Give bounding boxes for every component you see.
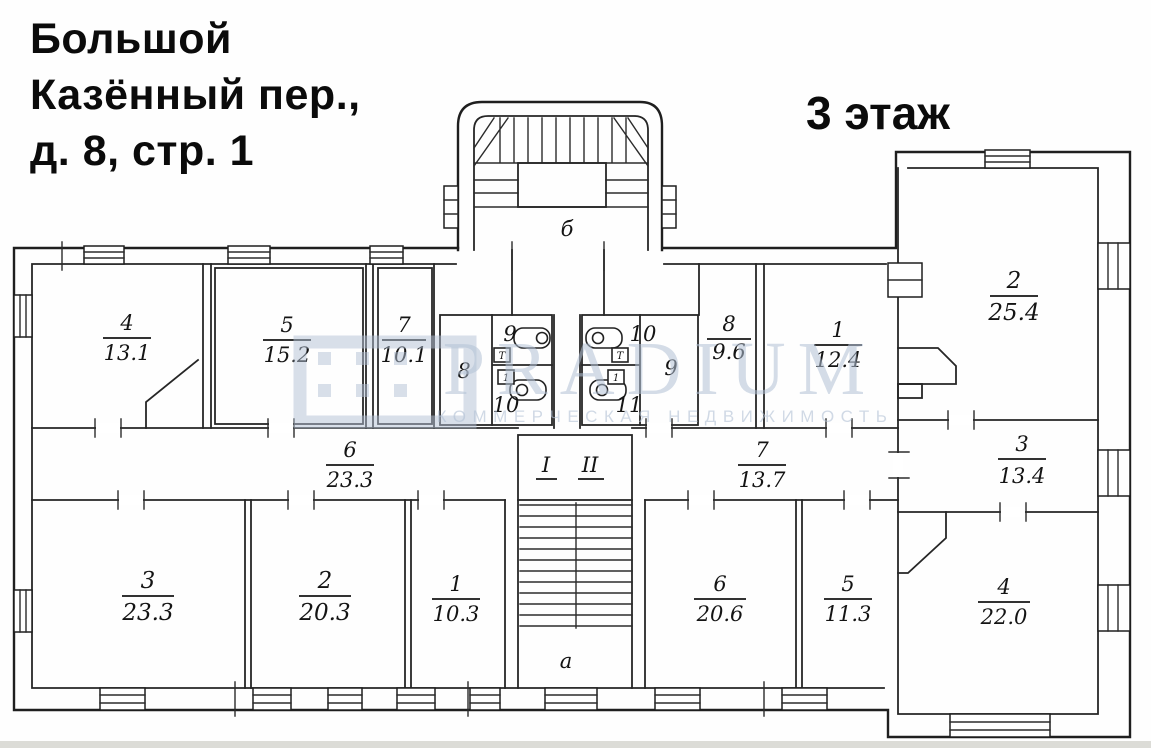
svg-text:11.3: 11.3 [825, 602, 872, 626]
stair-label-b: б [561, 217, 574, 241]
room-label-1-10.3: 1 10.3 [432, 572, 480, 626]
watermark: PRADIUM КОММЕРЧЕСКАЯ НЕДВИЖИМОСТЬ [293, 327, 894, 429]
cistern-mark: 1 [503, 373, 509, 384]
svg-text:25.4: 25.4 [987, 300, 1039, 326]
svg-text:12.4: 12.4 [815, 348, 862, 372]
svg-text:2: 2 [1006, 268, 1022, 294]
svg-text:5: 5 [841, 572, 854, 596]
svg-text:23.3: 23.3 [121, 600, 173, 626]
watermark-logo-icon [293, 335, 477, 429]
address-line-3: д. 8, стр. 1 [30, 126, 255, 175]
door-openings [61, 241, 1027, 717]
toilet-icon [509, 379, 547, 401]
wc-label: 10 [630, 322, 657, 346]
cistern-box [607, 369, 625, 385]
wc-label: 10 [493, 393, 520, 417]
svg-text:6: 6 [713, 572, 726, 596]
sanitary-blocks: Т 1 Т 1 [439, 314, 699, 426]
svg-text:8: 8 [722, 312, 735, 336]
stair-label-a: а [560, 649, 573, 673]
floor-label: 3 этаж [806, 87, 950, 139]
address-title: Большой Казённый пер., д. 8, стр. 1 [30, 12, 361, 180]
room-label-6-20.6: 6 20.6 [694, 572, 746, 626]
landing-labels: I II [536, 453, 604, 480]
scan-edge-bottom [0, 741, 1151, 748]
tower-staircase [443, 117, 677, 229]
room-label-4-22.0: 4 22.0 [978, 575, 1030, 629]
svg-text:2: 2 [317, 568, 333, 594]
toilet-icon [513, 327, 551, 349]
corridor-label-7-13.7: 7 13.7 [738, 438, 786, 492]
room-label-1-12.4: 1 12.4 [814, 318, 862, 372]
svg-text:13.4: 13.4 [999, 464, 1046, 488]
room-label-2-20.3: 2 20.3 [298, 568, 351, 626]
cistern-mark: 1 [613, 373, 619, 384]
svg-text:6: 6 [343, 438, 356, 462]
cistern-mark: Т [617, 351, 625, 362]
svg-text:1: 1 [449, 572, 462, 596]
svg-text:3: 3 [141, 568, 156, 594]
cistern-mark: Т [499, 351, 507, 362]
svg-text:3: 3 [1015, 432, 1028, 456]
svg-text:20.6: 20.6 [696, 602, 744, 626]
wc-label: 9 [503, 322, 516, 346]
sanitary-room-label: 9 [664, 356, 677, 380]
svg-text:4: 4 [996, 575, 1010, 599]
room-label-3-13.4: 3 13.4 [998, 432, 1046, 488]
svg-text:1: 1 [831, 318, 844, 342]
main-staircase [517, 434, 633, 629]
svg-text:II: II [581, 453, 599, 477]
svg-text:7: 7 [755, 438, 769, 462]
room-label-2-25.4: 2 25.4 [987, 268, 1039, 326]
watermark-subtitle: КОММЕРЧЕСКАЯ НЕДВИЖИМОСТЬ [437, 407, 894, 426]
svg-text:20.3: 20.3 [298, 600, 350, 626]
svg-text:4: 4 [119, 311, 133, 335]
room-label-4-13.1: 4 13.1 [103, 311, 151, 365]
watermark-brand: PRADIUM [443, 327, 878, 411]
svg-text:10.3: 10.3 [433, 602, 480, 626]
svg-text:13.1: 13.1 [104, 341, 151, 365]
address-line-2: Казённый пер., [30, 70, 361, 119]
svg-text:9.6: 9.6 [712, 340, 745, 364]
cistern-box [493, 347, 511, 363]
svg-text:I: I [541, 453, 551, 477]
svg-text:22.0: 22.0 [980, 605, 1028, 629]
room-label-3-23.3: 3 23.3 [121, 568, 174, 626]
toilet-icon [585, 327, 623, 349]
svg-text:7: 7 [397, 313, 411, 337]
address-line-1: Большой [30, 15, 232, 63]
svg-text:13.7: 13.7 [739, 468, 786, 492]
windows [13, 149, 1131, 738]
cistern-box [611, 347, 629, 363]
room-label-8-9.6: 8 9.6 [707, 312, 751, 364]
svg-text:23.3: 23.3 [326, 468, 374, 492]
cistern-box [497, 369, 515, 385]
room-label-5-11.3: 5 11.3 [824, 572, 872, 626]
wc-label: 11 [616, 393, 643, 417]
corridor-label-6-23.3: 6 23.3 [326, 438, 374, 492]
svg-text:5: 5 [280, 313, 293, 337]
